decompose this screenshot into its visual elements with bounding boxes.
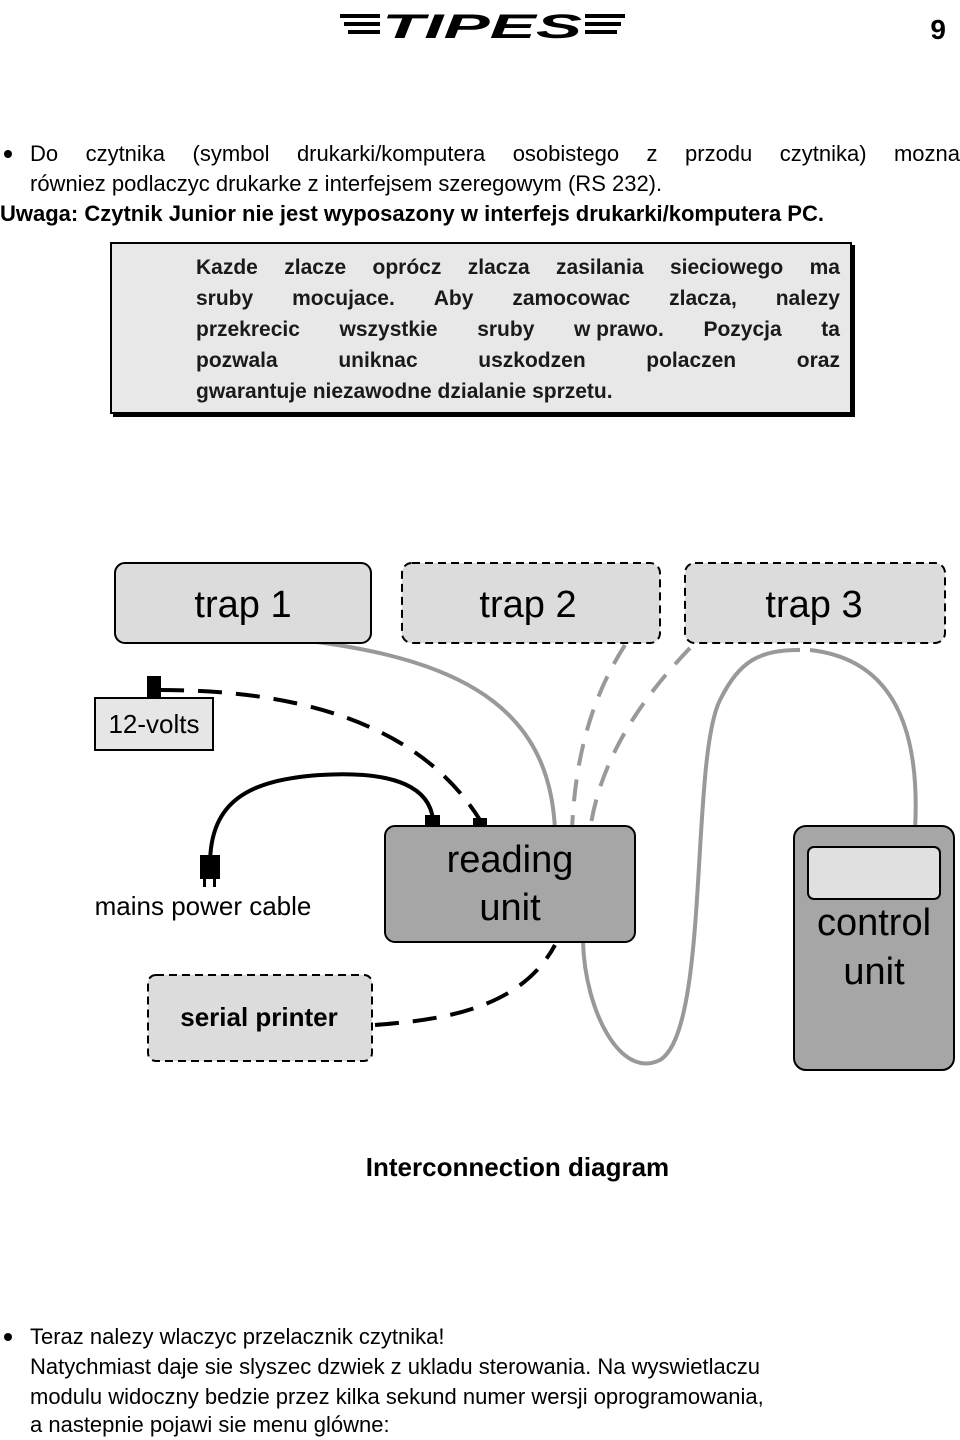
trap2-label: trap 2 bbox=[479, 584, 576, 626]
mains-label: mains power cable bbox=[95, 891, 312, 921]
footer-line-2: Natychmiast daje sie slyszec dzwiek z uk… bbox=[30, 1354, 760, 1379]
interconnection-diagram: trap 1 trap 2 trap 3 12-volts mains powe… bbox=[94, 562, 955, 1071]
footer-line-4: a nastepnie pojawi sie menu glówne: bbox=[30, 1412, 390, 1437]
reading-label-2: unit bbox=[479, 887, 541, 929]
intro-warning: Uwaga: Czytnik Junior nie jest wyposazon… bbox=[0, 201, 824, 226]
control-label-1: control bbox=[817, 902, 931, 944]
printer-box bbox=[147, 974, 373, 1062]
mains-cable bbox=[208, 772, 435, 866]
note-line-5: gwarantuje niezawodne dzialanie sprzetu. bbox=[196, 380, 613, 403]
trap3-label: trap 3 bbox=[765, 584, 862, 626]
tipes-logo: TIPES bbox=[340, 8, 625, 42]
reading-label-1: reading bbox=[447, 839, 574, 881]
reading-unit-box bbox=[384, 825, 636, 943]
intro-line-1: Do czytnika (symbol drukarki/komputera o… bbox=[30, 141, 960, 166]
note-box bbox=[110, 242, 852, 414]
printer-cable bbox=[374, 944, 557, 1027]
volts-plug bbox=[147, 676, 161, 698]
mains-plug bbox=[200, 855, 220, 879]
page-number: 9 bbox=[930, 14, 946, 45]
intro-line-2: równiez podlaczyc drukarke z interfejsem… bbox=[30, 171, 663, 196]
control-label-2: unit bbox=[843, 951, 905, 993]
printer-label: serial printer bbox=[180, 1002, 338, 1032]
trap2-cable bbox=[570, 643, 627, 831]
control-cable bbox=[581, 648, 801, 1066]
volts-cable bbox=[159, 688, 482, 822]
footer-line-3: modulu widoczny bedzie przez kilka sekun… bbox=[30, 1384, 764, 1409]
diagram-caption: Interconnection diagram bbox=[365, 1152, 670, 1182]
logo-text: TIPES bbox=[382, 8, 583, 42]
bullet-icon bbox=[4, 1333, 12, 1341]
footer-line-1: Teraz nalezy wlaczyc przelacznik czytnik… bbox=[30, 1324, 445, 1349]
trap2-box bbox=[401, 562, 661, 644]
trap2-cable-b bbox=[588, 646, 692, 831]
bullet-icon bbox=[4, 150, 12, 158]
trap3-box bbox=[684, 562, 946, 644]
trap3-cable bbox=[809, 648, 918, 831]
trap1-box bbox=[114, 562, 372, 644]
control-unit-display bbox=[807, 846, 941, 900]
trap1-cable bbox=[299, 638, 557, 831]
trap1-label: trap 1 bbox=[194, 584, 291, 626]
volts-label: 12-volts bbox=[108, 709, 199, 739]
volts-box bbox=[94, 697, 214, 751]
